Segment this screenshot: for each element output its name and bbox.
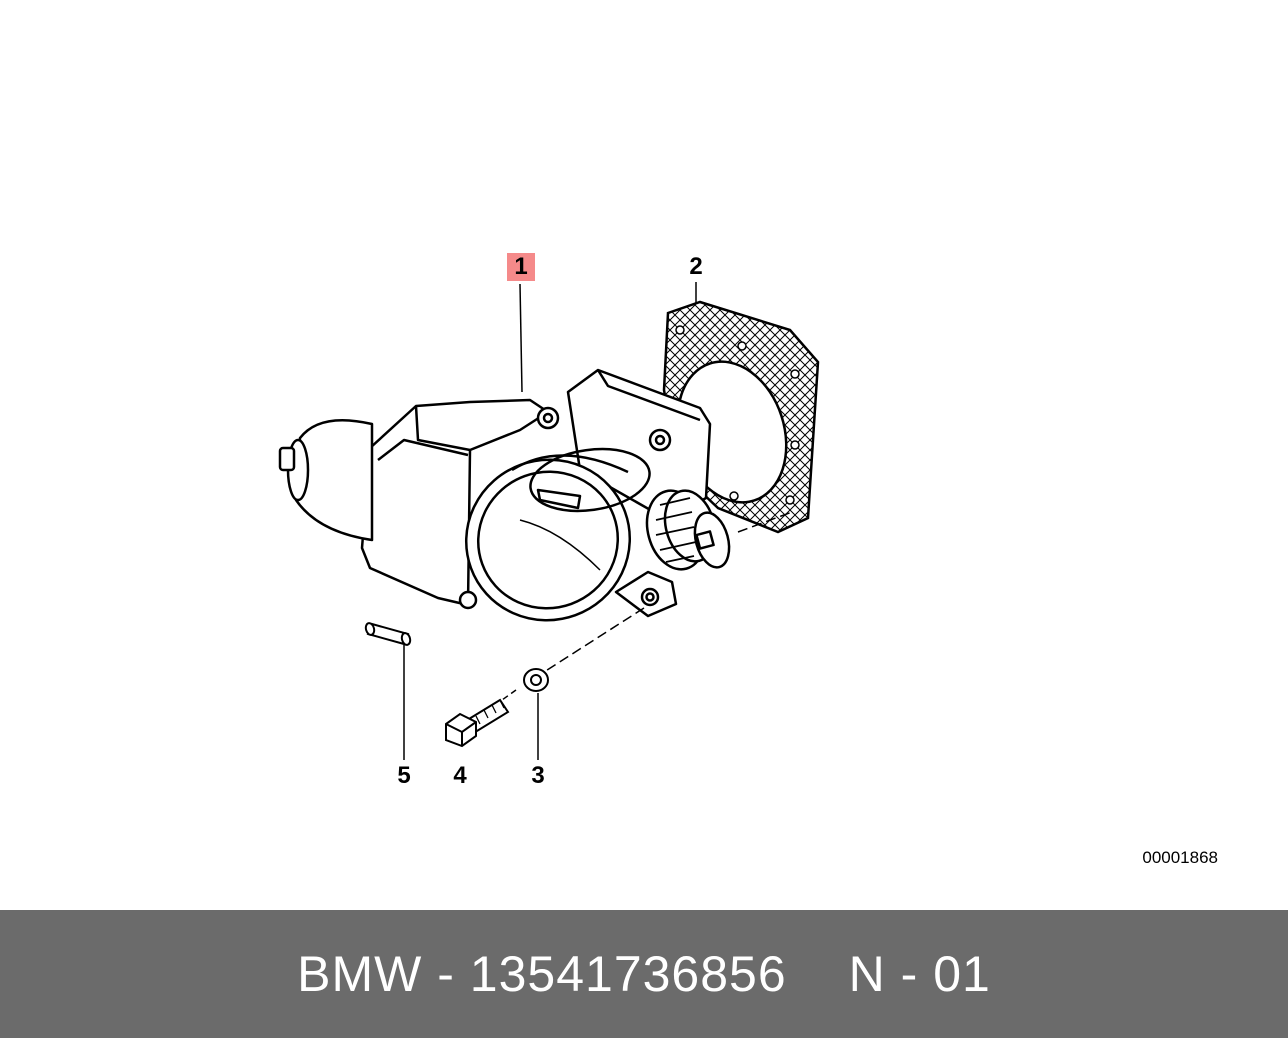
callout-1[interactable]: 1 — [507, 253, 535, 281]
position-text: N - 01 — [848, 946, 991, 1002]
diagram-reference-code: 00001868 — [1142, 848, 1218, 867]
callout-4[interactable]: 4 — [453, 762, 467, 789]
bolt-part-4 — [445, 698, 510, 748]
parts-diagram — [278, 282, 820, 760]
washer-part-3 — [523, 668, 549, 692]
callout-5[interactable]: 5 — [397, 762, 411, 789]
pin-part-5 — [364, 622, 412, 646]
callout-2[interactable]: 2 — [689, 253, 703, 280]
throttle-housing-part-1 — [278, 368, 731, 622]
callout-3[interactable]: 3 — [531, 762, 545, 789]
footer-bar: BMW - 13541736856 N - 01 — [0, 910, 1288, 1038]
part-number-text: BMW - 13541736856 — [297, 946, 787, 1002]
leader-lines — [403, 282, 793, 760]
